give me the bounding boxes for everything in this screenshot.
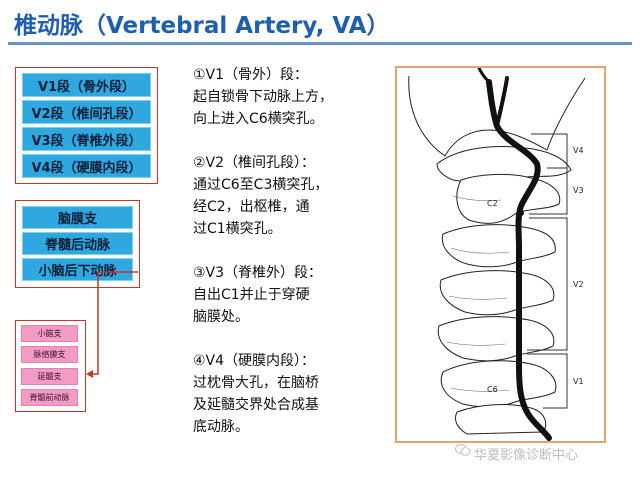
description-v3-head: ③V3（脊椎外）段： bbox=[193, 262, 322, 284]
description-v3-line: 自出C1并止于穿硬 bbox=[193, 284, 322, 306]
vertebra-c6 bbox=[441, 361, 556, 407]
description-v1-line: 起自锁骨下动脉上方， bbox=[193, 86, 333, 108]
description-v3-line: 脑膜处。 bbox=[193, 306, 322, 328]
spine-illustration: V4 V3 V2 V1 C2 C6 bbox=[397, 68, 604, 441]
sub-branch-anterior-spinal: 脊髓前动脉 bbox=[21, 389, 78, 406]
description-v4: ④V4（硬膜内段）： 过枕骨大孔，在脑桥 及延髓交界处合成基 底动脉。 bbox=[193, 350, 319, 438]
label-v3: V3 bbox=[573, 186, 584, 195]
description-v1: ①V1（骨外）段： 起自锁骨下动脉上方， 向上进入C6横突孔。 bbox=[193, 64, 333, 130]
description-v4-line: 底动脉。 bbox=[193, 416, 319, 438]
sub-branch-medullary: 延髓支 bbox=[21, 368, 78, 385]
sub-branch-choroid: 脉络膜支 bbox=[21, 346, 78, 363]
wechat-icon bbox=[455, 443, 471, 457]
description-v3: ③V3（脊椎外）段： 自出C1并止于穿硬 脑膜处。 bbox=[193, 262, 322, 328]
description-v2: ②V2（椎间孔段）： 通过C6至C3横突孔， 经C2，出枢椎，通 过C1横突孔。 bbox=[193, 152, 328, 240]
anatomy-figure: V4 V3 V2 V1 C2 C6 bbox=[395, 66, 606, 443]
description-v2-line: 经C2，出枢椎，通 bbox=[193, 196, 328, 218]
label-v4: V4 bbox=[573, 146, 584, 155]
sub-branch-box: 小脑支 脉络膜支 延髓支 脊髓前动脉 bbox=[15, 320, 86, 412]
description-v4-line: 及延髓交界处合成基 bbox=[193, 394, 319, 416]
label-v1: V1 bbox=[573, 377, 584, 386]
vertebra-c4 bbox=[440, 271, 554, 315]
label-c2: C2 bbox=[487, 199, 498, 208]
sub-branch-cerebellar: 小脑支 bbox=[21, 325, 78, 342]
description-v2-head: ②V2（椎间孔段）： bbox=[193, 152, 328, 174]
label-c6: C6 bbox=[487, 385, 498, 394]
description-v2-line: 过C1横突孔。 bbox=[193, 218, 328, 240]
vertebra-c2 bbox=[457, 174, 560, 223]
label-v2: V2 bbox=[573, 280, 584, 289]
description-v4-head: ④V4（硬膜内段）： bbox=[193, 350, 319, 372]
description-v1-head: ①V1（骨外）段： bbox=[193, 64, 333, 86]
description-v2-line: 通过C6至C3横突孔， bbox=[193, 174, 328, 196]
description-v1-line: 向上进入C6横突孔。 bbox=[193, 108, 333, 130]
vertebra-c3 bbox=[442, 225, 555, 267]
description-v4-line: 过枕骨大孔，在脑桥 bbox=[193, 372, 319, 394]
watermark-text: 华夏影像诊断中心 bbox=[474, 444, 578, 463]
